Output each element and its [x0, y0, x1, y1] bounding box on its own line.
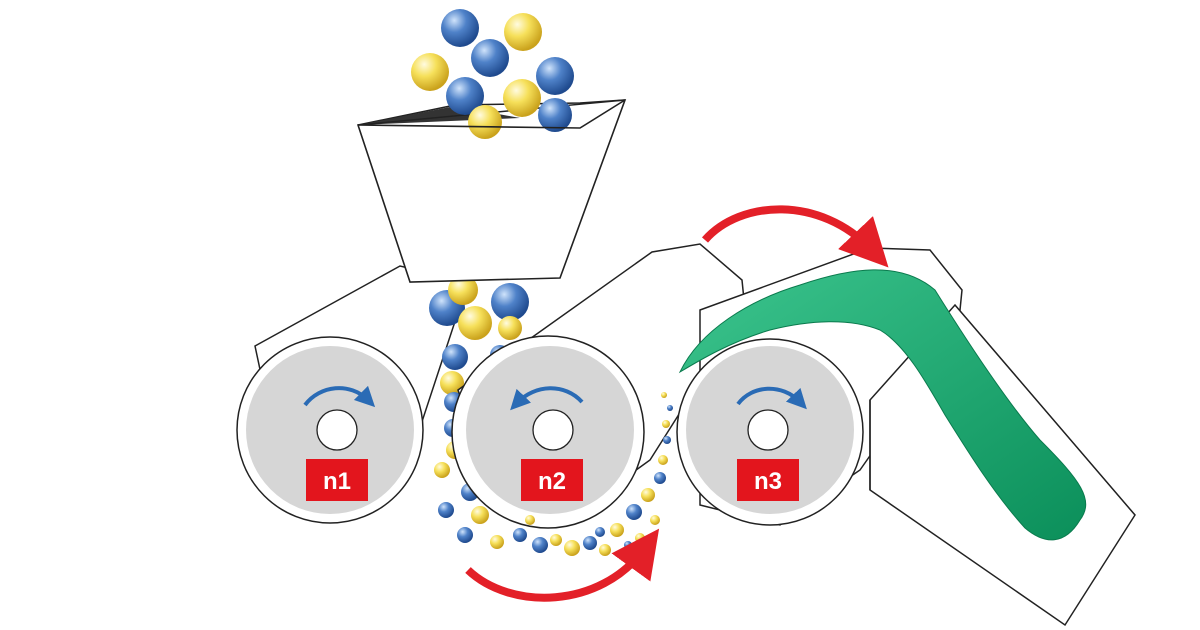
hopper-particles [411, 9, 574, 139]
yellow-particle [434, 462, 450, 478]
blue-particle [536, 57, 574, 95]
yellow-particle [504, 13, 542, 51]
blue-particle [441, 9, 479, 47]
yellow-particle [635, 533, 645, 543]
blue-particle [446, 77, 484, 115]
product-ribbon [678, 269, 1087, 541]
yellow-particle [525, 515, 535, 525]
roller-3-label-text: n3 [754, 468, 782, 495]
roller-1-rotation-arrow [303, 385, 376, 408]
blue-particle [663, 436, 671, 444]
yellow-particle [411, 53, 449, 91]
yellow-particle [599, 544, 611, 556]
yellow-particle [458, 306, 492, 340]
blue-particle [491, 283, 529, 321]
yellow-particle [490, 535, 504, 549]
blue-particle [654, 472, 666, 484]
roller-2-label: n2 [521, 459, 583, 501]
roller-2-label-text: n2 [538, 468, 566, 495]
yellow-particle [662, 420, 670, 428]
flow-arrow-bottom [465, 528, 660, 602]
yellow-particle [641, 488, 655, 502]
blue-particle [532, 537, 548, 553]
roller-2-body [451, 243, 746, 529]
yellow-particle [468, 105, 502, 139]
blue-particle [438, 502, 454, 518]
gap-particles [513, 392, 673, 556]
blue-particle [538, 98, 572, 132]
yellow-particle [550, 534, 562, 546]
blue-particle [442, 344, 468, 370]
roller-3-hub [747, 409, 789, 451]
yellow-particle [650, 515, 660, 525]
blue-particle [667, 405, 673, 411]
yellow-particle [448, 275, 478, 305]
roller-2-hub [532, 409, 574, 451]
blue-particle [624, 541, 632, 549]
roller-3-rotation-arrow [736, 386, 807, 410]
yellow-particle [658, 455, 668, 465]
yellow-particle [610, 523, 624, 537]
roller-1-label-text: n1 [323, 468, 351, 495]
yellow-particle [503, 79, 541, 117]
roller-1-label: n1 [306, 459, 368, 501]
yellow-particle [498, 316, 522, 340]
roller-3-label: n3 [737, 459, 799, 501]
hopper-rim [357, 99, 626, 129]
blue-particle [471, 39, 509, 77]
flow-arrow-top [701, 205, 889, 268]
yellow-particle [564, 540, 580, 556]
yellow-particle [440, 371, 464, 395]
blue-particle [583, 536, 597, 550]
blue-particle [595, 527, 605, 537]
yellow-particle [661, 392, 667, 398]
blue-particle [513, 528, 527, 542]
yellow-particle [471, 506, 489, 524]
roller-1-hub [316, 409, 358, 451]
blue-particle [626, 504, 642, 520]
blue-particle [457, 527, 473, 543]
roller-2-rotation-arrow [510, 386, 584, 411]
